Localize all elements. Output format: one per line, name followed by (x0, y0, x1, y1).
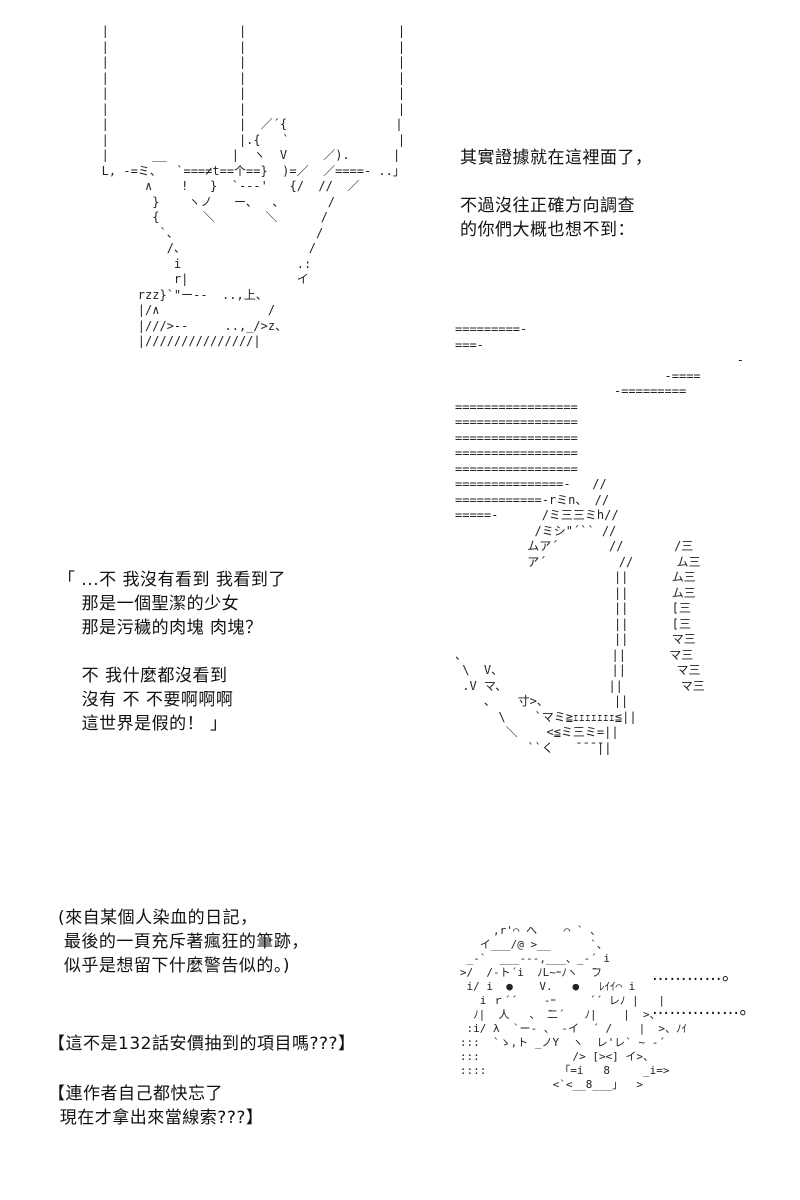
evidence-narration: 其實證據就在這裡面了， 不過沒往正確方向調查 的你們大概也想不到： (460, 148, 653, 240)
comment-132-lottery: 【這不是132話安價抽到的項目嗎???】 (48, 1034, 356, 1054)
hand-on-frame-ascii-art: | | | | | | | | | | | | | (101, 24, 406, 348)
ellipsis-speech-2: ……………。 (652, 999, 757, 1019)
ellipsis-speech-1: …………。 (652, 965, 740, 985)
girl-ascii-art: ,r'⌒ ヘ ⌒ ` 、 イ___/@ >__ `、 _-` ___---,__… (459, 924, 688, 1091)
ink-veins-ascii-art: =========- ===- - -==== -========= =====… (455, 322, 744, 755)
diary-note: (來自某個人染血的日記， 最後的一頁充斥著瘋狂的筆跡， 似乎是想留下什麼警告似的… (58, 908, 309, 976)
horrified-dialogue: 「 ...不 我沒有看到 我看到了 那是一個聖潔的少女 那是污穢的肉塊 肉塊？ … (58, 570, 286, 734)
comment-author-forgot: 【連作者自己都快忘了 現在才拿出來當線索???】 (48, 1084, 264, 1128)
